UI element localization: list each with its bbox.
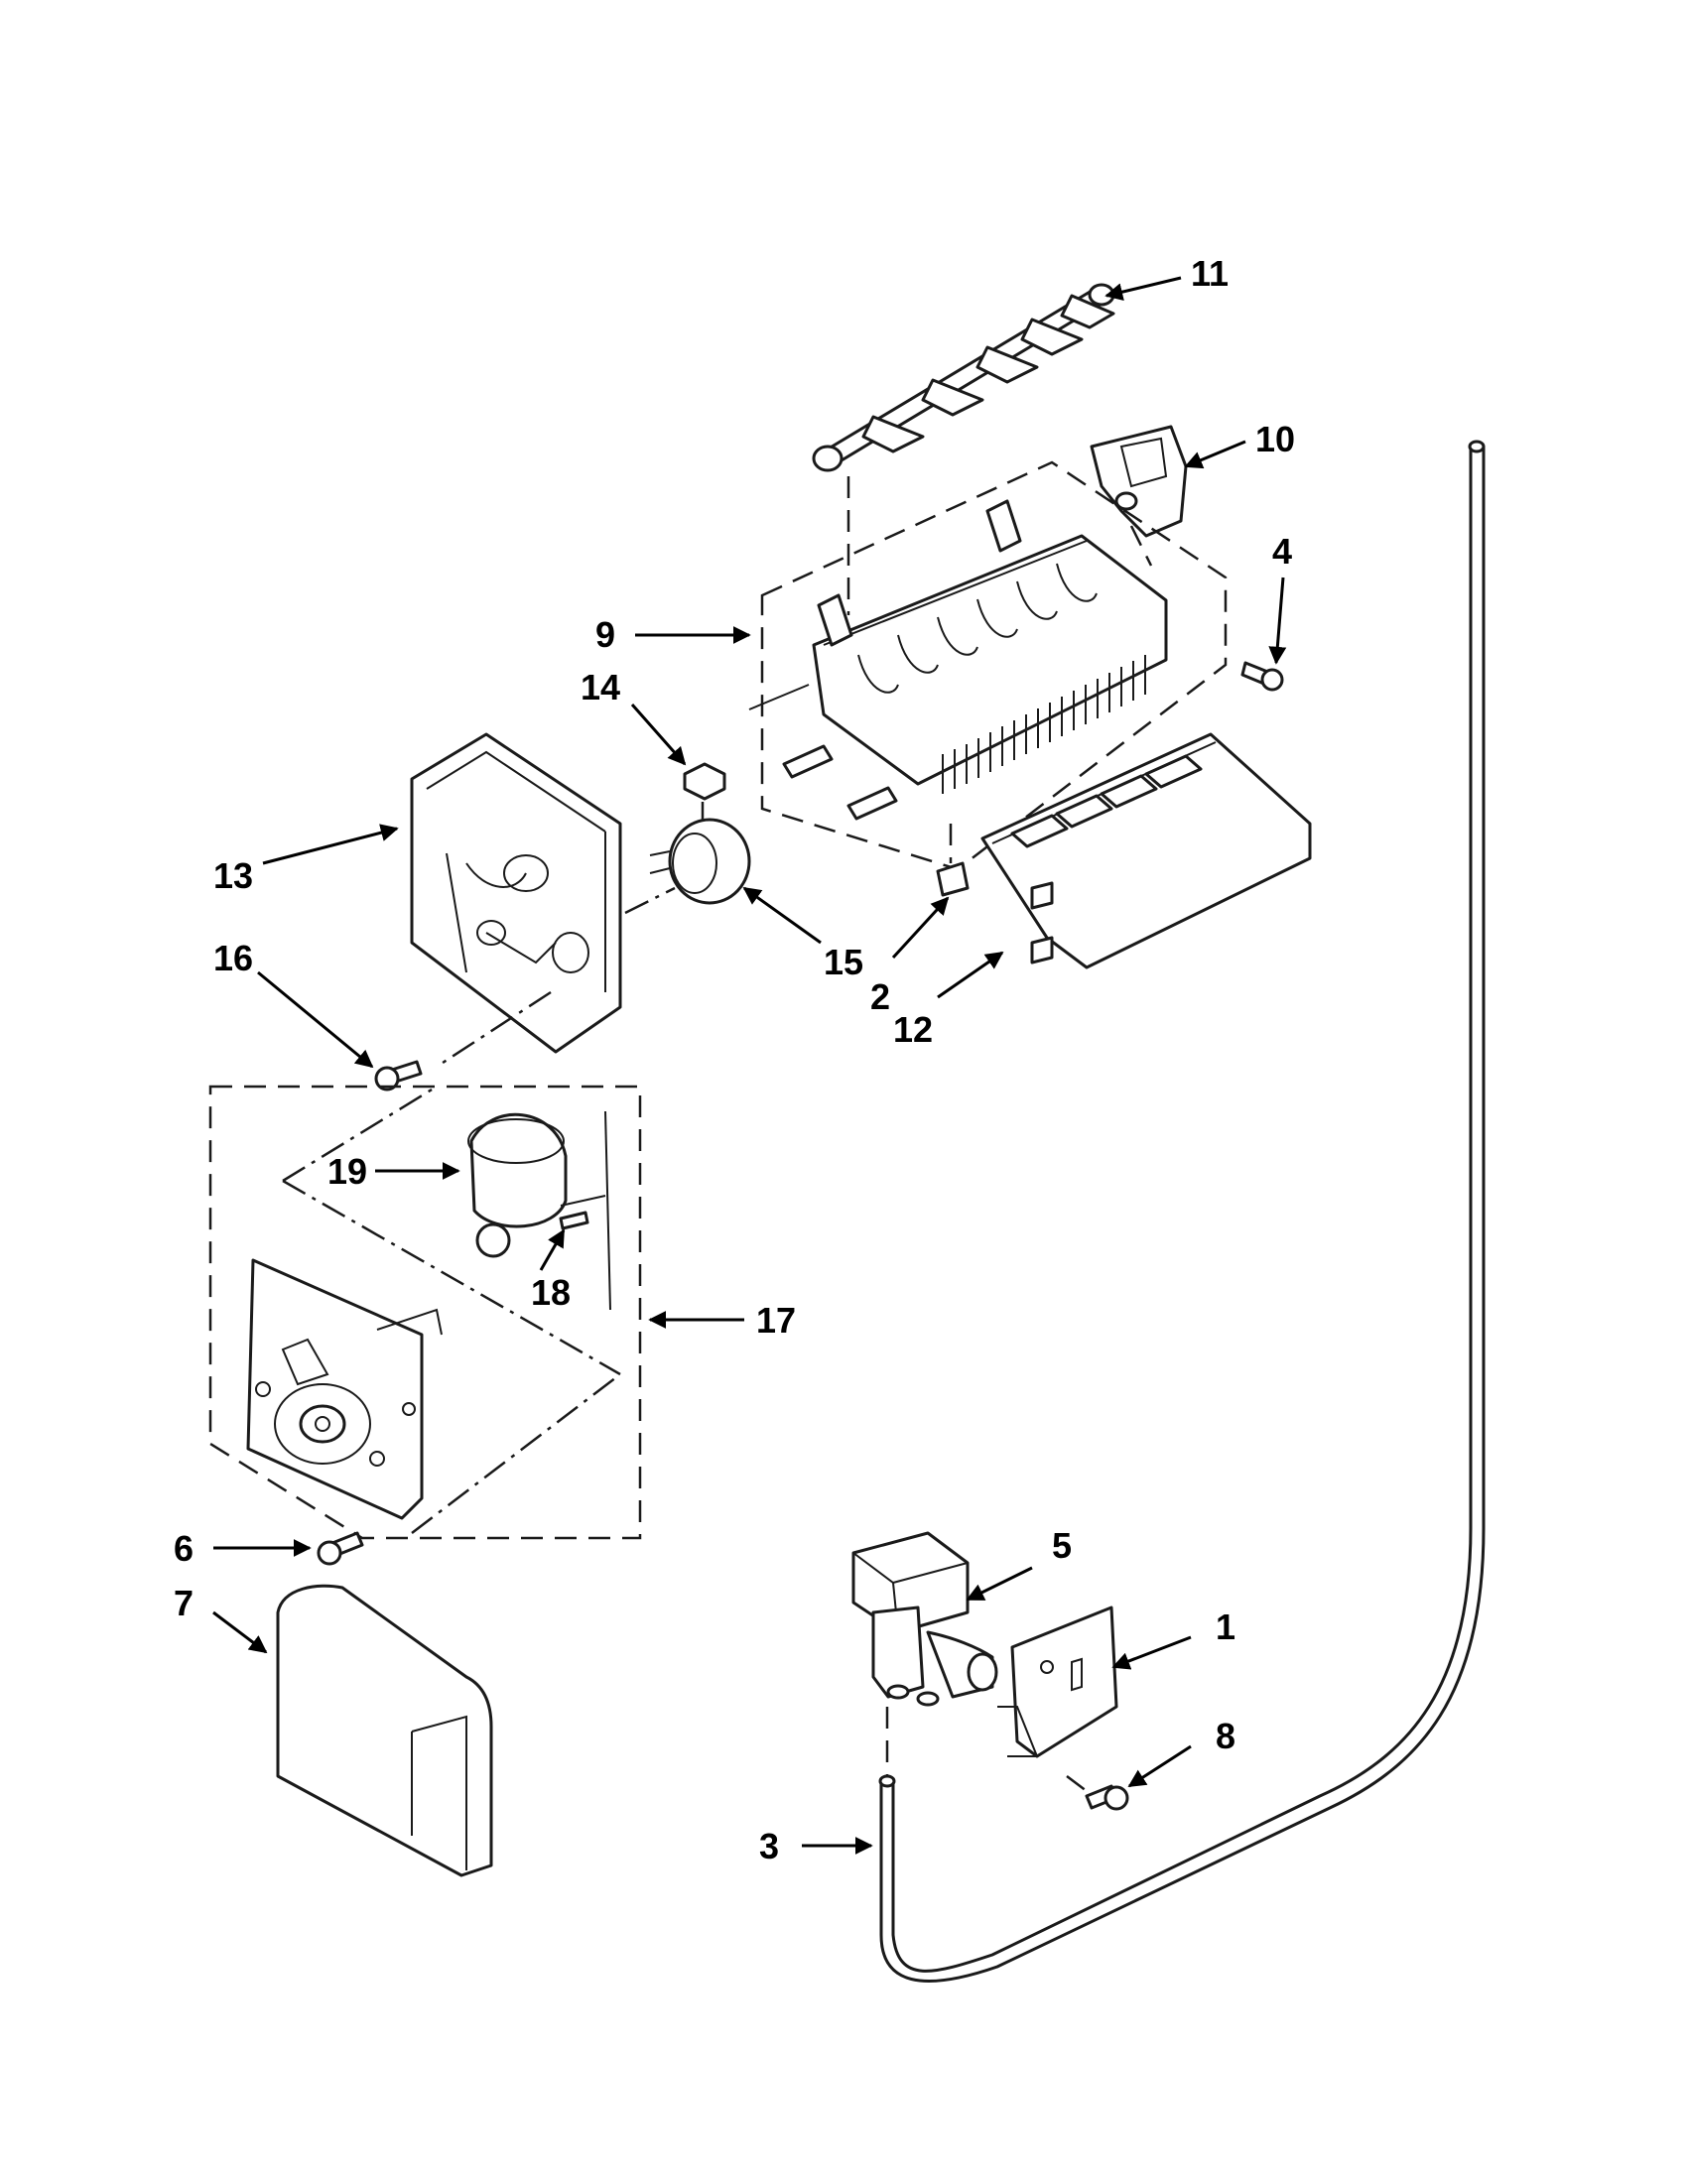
callout-5: 5 [1052, 1525, 1072, 1566]
control-housing [410, 732, 622, 1054]
callout-labels: 11 10 4 9 14 13 15 2 12 16 19 18 17 6 7 … [174, 253, 1295, 1866]
front-cover [276, 1584, 493, 1877]
housing-axis-2 [624, 886, 676, 915]
callout-7: 7 [174, 1583, 194, 1623]
callout-18: 18 [531, 1272, 571, 1313]
motor-mounting-plate [246, 1258, 443, 1520]
motor-assembly-frame [208, 1085, 642, 1540]
callout-10: 10 [1255, 419, 1295, 459]
screw-8-centerline [1066, 1775, 1088, 1792]
motor-axis-left [282, 1085, 438, 1183]
callout-3: 3 [759, 1826, 779, 1866]
mold-dashed-outline [760, 460, 1228, 871]
plate-screw [317, 1531, 364, 1566]
motor-axis-bottom [411, 1373, 621, 1534]
ejector-shaft [812, 283, 1115, 472]
bracket-centerline [1129, 525, 1153, 567]
callout-12: 12 [893, 1009, 933, 1050]
leader-lines [212, 276, 1287, 1855]
motor-screw [559, 1211, 589, 1230]
ice-maker-motor [467, 1110, 611, 1311]
valve-bracket [997, 1606, 1118, 1758]
callout-17: 17 [756, 1300, 796, 1341]
housing-axis [436, 990, 552, 1069]
wire-clip [683, 762, 726, 801]
callout-2: 2 [870, 976, 890, 1017]
housing-screw [374, 1060, 423, 1092]
callout-1: 1 [1216, 1606, 1235, 1647]
motor-axis-right [282, 1179, 621, 1376]
callout-19: 19 [327, 1151, 367, 1192]
mold-screw [1240, 661, 1284, 692]
ice-stripper [980, 732, 1312, 969]
callout-16: 16 [213, 938, 253, 978]
callout-6: 6 [174, 1528, 194, 1569]
callout-13: 13 [213, 855, 253, 896]
callout-11: 11 [1191, 253, 1229, 294]
water-fill-tube [878, 440, 1486, 1983]
bracket-screw [1085, 1784, 1129, 1811]
callout-4: 4 [1272, 531, 1292, 572]
water-valve [851, 1531, 998, 1707]
callout-14: 14 [581, 667, 620, 707]
thermostat [649, 818, 751, 905]
callout-8: 8 [1216, 1716, 1235, 1756]
ice-mold [748, 499, 1168, 821]
callout-9: 9 [595, 614, 615, 655]
shut-off-arm-bracket [1090, 425, 1188, 538]
callout-15: 15 [824, 942, 863, 982]
mold-clip [936, 861, 970, 897]
